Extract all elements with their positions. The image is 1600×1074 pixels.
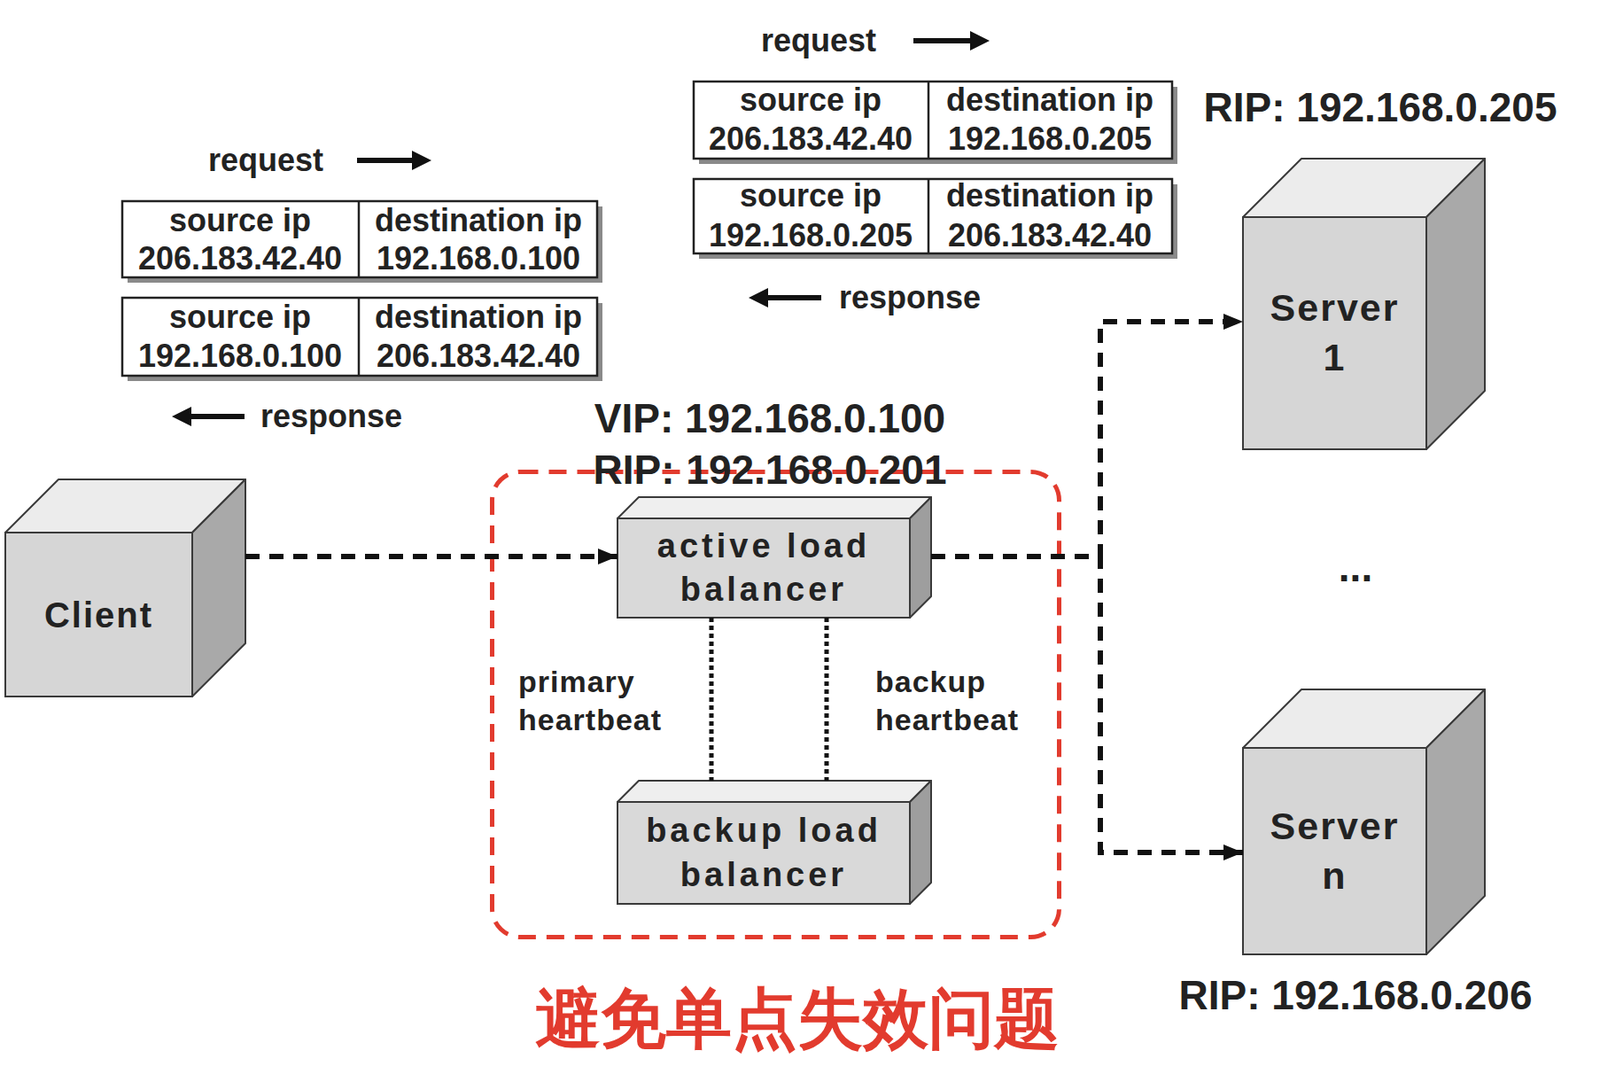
load-balancer-box: active load balancer: [617, 497, 932, 618]
group-caption: 避免单点失效问题: [440, 978, 1154, 1058]
front-face: [5, 532, 193, 697]
table-cell: source ip: [169, 298, 311, 335]
connector: [824, 617, 830, 781]
node-text: Server n: [1259, 801, 1411, 901]
table-divider: [927, 81, 931, 159]
table-cell: source ip: [739, 81, 882, 118]
side-face: [909, 780, 932, 904]
node-label-area: active load balancer: [617, 518, 910, 618]
table-cell: 206.183.42.40: [138, 240, 342, 277]
direction-label: response: [838, 279, 981, 316]
direction-arrow: [171, 406, 245, 427]
direction-arrow: [913, 31, 990, 51]
node-label-area: Server 1: [1242, 217, 1427, 450]
load-balancer-box: backup load balancer: [617, 780, 932, 904]
table-cell: 192.168.0.205: [947, 120, 1152, 157]
connector: [709, 617, 715, 781]
edge-label: backup heartbeat: [875, 662, 1049, 738]
top-face: [617, 497, 932, 519]
table-cell: source ip: [739, 177, 882, 214]
table-frame: [122, 297, 598, 376]
node-label-area: backup load balancer: [617, 801, 910, 904]
client-cube: Client: [5, 479, 246, 697]
direction-label: response: [260, 397, 403, 435]
node-text: backup load balancer: [633, 808, 895, 897]
connector: [245, 553, 618, 560]
edge-label: primary heartbeat: [518, 662, 683, 738]
front-face: [617, 801, 910, 904]
server-cube: Server 1: [1242, 158, 1485, 450]
table-frame: [122, 201, 598, 278]
server-cube: Server n: [1242, 689, 1485, 955]
connector: [931, 321, 1243, 557]
table-cell: 206.183.42.40: [947, 217, 1152, 254]
table-cell: 206.183.42.40: [376, 337, 581, 374]
dashed-boundary: [492, 472, 1060, 938]
front-face: [1242, 217, 1427, 450]
table-cell: source ip: [169, 201, 311, 239]
ip-address-label: RIP: 192.168.0.201: [593, 446, 948, 494]
ip-address-label: RIP: 192.168.0.205: [1203, 84, 1558, 132]
side-face: [1426, 158, 1485, 450]
ellipsis: ...: [1338, 543, 1373, 591]
table-divider: [357, 201, 361, 278]
table-divider: [927, 178, 931, 254]
side-face: [909, 497, 932, 618]
node-label-area: Server n: [1242, 747, 1427, 955]
direction-arrow: [357, 150, 432, 171]
direction-label: request: [208, 141, 324, 179]
direction-arrow: [748, 287, 822, 308]
front-face: [1242, 747, 1427, 955]
node-text: Server 1: [1259, 283, 1411, 383]
table-cell: destination ip: [374, 298, 583, 335]
direction-label: request: [761, 22, 877, 59]
table-frame: [693, 81, 1173, 159]
ip-address-label: RIP: 192.168.0.206: [1179, 971, 1533, 1019]
top-face: [617, 780, 932, 802]
side-face: [192, 479, 246, 697]
table-cell: 192.168.0.100: [138, 337, 342, 374]
front-face: [617, 518, 910, 618]
table-cell: 192.168.0.205: [708, 217, 913, 254]
node-text: Client: [44, 591, 154, 638]
table-divider: [357, 297, 361, 376]
side-face: [1426, 689, 1485, 955]
table-cell: destination ip: [946, 81, 1154, 118]
table-cell: 192.168.0.100: [376, 240, 581, 277]
node-text: active load balancer: [633, 524, 895, 613]
node-outline: [5, 479, 246, 697]
table-cell: destination ip: [374, 201, 583, 239]
table-cell: destination ip: [946, 177, 1154, 214]
table-cell: 206.183.42.40: [708, 120, 913, 157]
ip-address-label: VIP: 192.168.0.100: [594, 395, 946, 443]
node-label-area: Client: [5, 532, 193, 697]
